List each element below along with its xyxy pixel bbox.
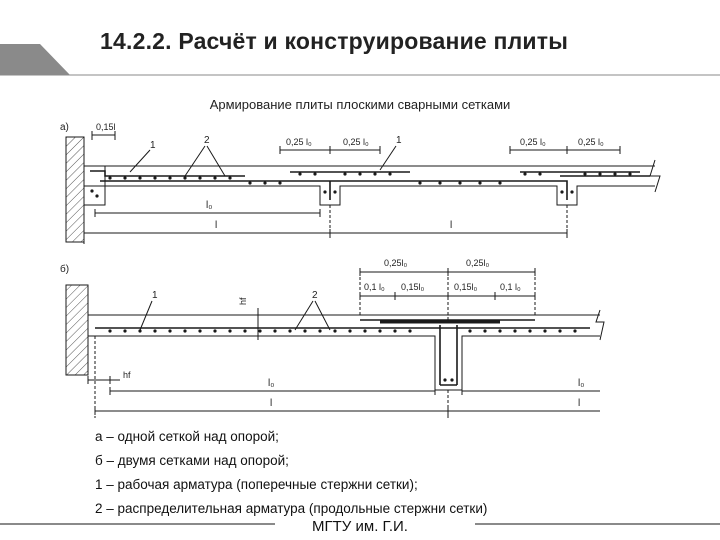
dim-025-1: 0,25 l₀ bbox=[286, 137, 312, 147]
dim-hf-bottom bbox=[87, 376, 120, 384]
dim-l0-label-a: l₀ bbox=[206, 200, 212, 211]
leader-1b bbox=[379, 145, 397, 171]
legend-line-a: а – одной сеткой над опорой; bbox=[95, 429, 279, 444]
callout-2a: 2 bbox=[204, 135, 210, 146]
dim-025-2: 0,25 l₀ bbox=[343, 137, 369, 147]
dim-025-3: 0,25 l₀ bbox=[520, 137, 546, 147]
distribution-bars-b bbox=[108, 329, 577, 382]
dim-l0-left-b: l₀ bbox=[268, 378, 274, 389]
diagram-subtitle: Армирование плиты плоскими сварными сетк… bbox=[209, 97, 511, 112]
leader-1-b bbox=[139, 300, 153, 331]
corner-decoration bbox=[0, 44, 720, 76]
break-line-a bbox=[649, 159, 661, 193]
break-line-b bbox=[595, 309, 605, 341]
dim-015-a bbox=[91, 131, 116, 140]
dim-025-a-left bbox=[279, 146, 381, 154]
legend-line-b: б – двумя сетками над опорой; bbox=[95, 453, 289, 468]
page-title: 14.2.2. Расчёт и конструирование плиты bbox=[100, 28, 569, 54]
footer-text: МГТУ им. Г.И. bbox=[312, 518, 408, 535]
mesh-b bbox=[95, 319, 590, 329]
callout-1-b: 1 bbox=[152, 290, 158, 301]
slab-a-support bbox=[83, 166, 106, 206]
extension-lines-a bbox=[83, 186, 568, 245]
dim-l-left-b: l bbox=[270, 398, 272, 409]
dim-015-label: 0,15l bbox=[96, 122, 116, 132]
hf-vertical-label: hf bbox=[238, 297, 248, 305]
dim-l0-right-b: l₀ bbox=[578, 378, 584, 389]
distribution-bars-a bbox=[90, 172, 632, 198]
wall-b bbox=[65, 284, 89, 376]
dim-l0-b bbox=[109, 387, 600, 395]
dim-hf-vertical bbox=[254, 308, 262, 340]
callout-2-b: 2 bbox=[312, 290, 318, 301]
mesh-a bbox=[90, 170, 650, 200]
dim-l-a bbox=[83, 229, 568, 237]
diagram-a: а) 0,15l 0,25 l₀ 0,25 l₀ bbox=[60, 122, 661, 245]
legend: а – одной сеткой над опорой; б – двумя с… bbox=[95, 425, 487, 521]
leader-2a bbox=[184, 145, 226, 177]
dim-01-2: 0,1 l₀ bbox=[500, 282, 521, 292]
legend-line-2: 2 – распределительная арматура (продольн… bbox=[95, 501, 488, 516]
dim-l1-label: l bbox=[215, 220, 217, 231]
dim-025-4: 0,25 l₀ bbox=[578, 137, 604, 147]
callout-1b: 1 bbox=[396, 135, 402, 146]
leader-2-b bbox=[294, 300, 331, 331]
dim-l2-label: l bbox=[450, 220, 452, 231]
dim-025-left: 0,25l₀ bbox=[384, 258, 408, 268]
legend-line-1: 1 – рабочая арматура (поперечные стержни… bbox=[95, 477, 418, 492]
extension-lines-b-top bbox=[359, 272, 536, 320]
extension-lines-b-bottom bbox=[94, 336, 449, 418]
callout-1a: 1 bbox=[150, 140, 156, 151]
dim-025-a-right bbox=[509, 146, 621, 154]
hf-bottom-label: hf bbox=[123, 370, 131, 380]
dim-l-b bbox=[94, 407, 600, 415]
dim-01-015-b bbox=[359, 292, 536, 300]
dim-015-2: 0,15l₀ bbox=[454, 282, 478, 292]
leader-1a bbox=[129, 149, 151, 173]
diagram-b-label: б) bbox=[60, 263, 69, 275]
dim-025-right: 0,25l₀ bbox=[466, 258, 490, 268]
wall-a bbox=[65, 136, 85, 243]
rib-rebar-b bbox=[439, 325, 458, 386]
dim-015-1: 0,15l₀ bbox=[401, 282, 425, 292]
diagram-b: б) 0,25l₀ 0,25l₀ 0,1 l₀ 0,15l₀ bbox=[60, 258, 605, 418]
dim-l0-a bbox=[94, 209, 321, 217]
slab-b-outline bbox=[87, 314, 600, 391]
dim-01-1: 0,1 l₀ bbox=[364, 282, 385, 292]
diagram-a-label: а) bbox=[60, 122, 69, 133]
slab-a-outline bbox=[84, 165, 655, 206]
dim-l-right-b: l bbox=[578, 398, 580, 409]
